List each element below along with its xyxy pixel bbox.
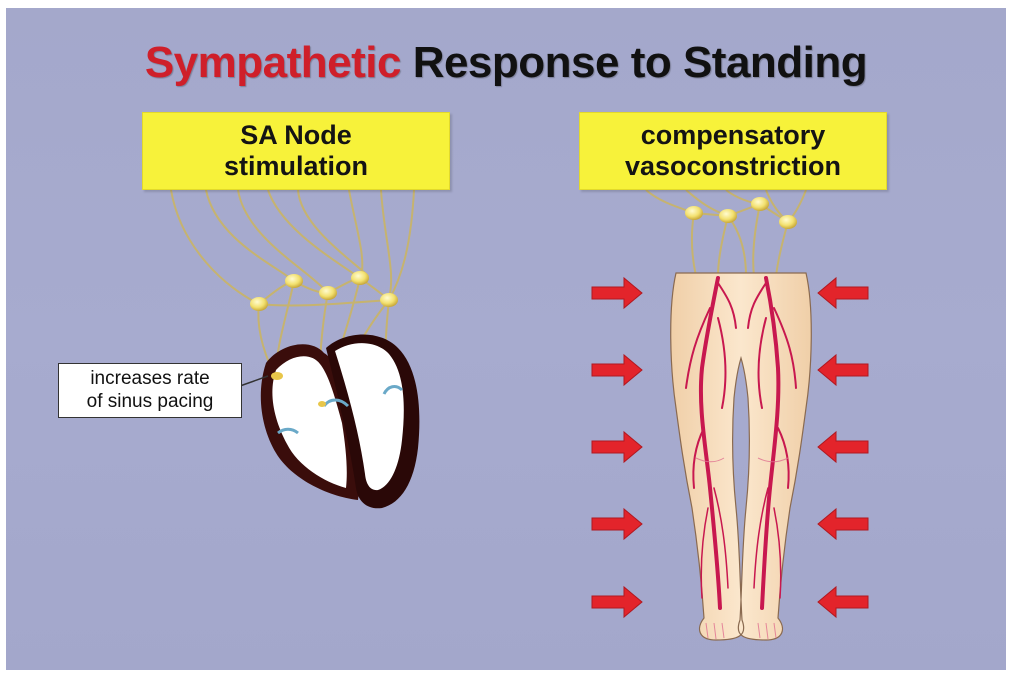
heart-cross-section-icon bbox=[261, 335, 420, 509]
vasoconstriction-label: compensatory vasoconstriction bbox=[579, 112, 887, 190]
slide: Sympathetic Response to Standing bbox=[6, 8, 1006, 670]
sa-node-label-line2: stimulation bbox=[224, 151, 368, 182]
compression-arrows-left bbox=[592, 278, 642, 617]
legs-vasculature-icon bbox=[671, 273, 812, 640]
vasoconstriction-label-line2: vasoconstriction bbox=[625, 151, 841, 182]
vasoconstriction-label-line1: compensatory bbox=[625, 120, 841, 151]
callout-line2: of sinus pacing bbox=[87, 391, 214, 414]
diagram-art bbox=[6, 8, 1006, 670]
sa-node-label: SA Node stimulation bbox=[142, 112, 450, 190]
right-nerve-fibers bbox=[646, 190, 806, 276]
sinus-pacing-callout: increases rate of sinus pacing bbox=[58, 363, 242, 418]
callout-line1: increases rate bbox=[87, 368, 214, 391]
compression-arrows-right bbox=[818, 278, 868, 617]
sa-node-label-line1: SA Node bbox=[224, 120, 368, 151]
